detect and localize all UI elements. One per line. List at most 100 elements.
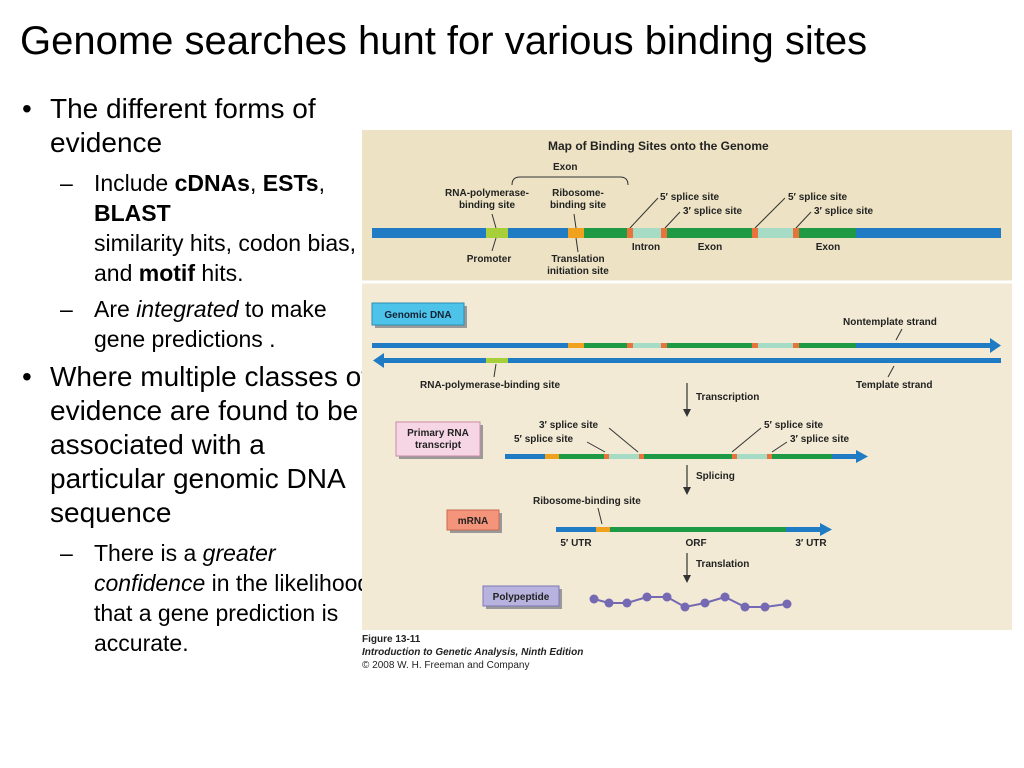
figure-number: Figure 13-11: [362, 634, 421, 645]
rnap-pointer: [491, 213, 497, 229]
exon-b-label: Exon: [816, 242, 840, 253]
hits-text: hits.: [194, 260, 244, 286]
splice5-b-label: 5′ splice site: [788, 192, 848, 203]
polypeptide-box: [482, 585, 560, 607]
splice3-a-pointer: [664, 211, 681, 229]
nt-splice-b2: [793, 343, 799, 348]
template-pointer: [887, 365, 895, 378]
nt-splice-b1: [752, 343, 758, 348]
nt-intron-b: [758, 343, 793, 348]
mrna-box: [446, 509, 500, 531]
nt-exon-a: [584, 343, 627, 348]
pr-splice-a1: [604, 454, 609, 459]
pr-splice-a2: [639, 454, 644, 459]
primary-rna-box: [395, 421, 481, 457]
map-panel: [362, 130, 1012, 282]
splice3-a-label: 3′ splice site: [683, 206, 743, 217]
subbullet-include: – Include cDNAs, ESTs, BLAST similarity …: [20, 168, 380, 288]
intron-label: Intron: [632, 242, 660, 253]
ribo-site-2-pointer: [597, 507, 603, 525]
intron-b-segment: [758, 228, 793, 238]
bullet-dash: –: [60, 296, 73, 322]
template-strand: [382, 358, 1001, 363]
pr-5splice-l-label: 5′ splice site: [514, 434, 574, 445]
pr-3splice-l-pointer: [608, 427, 639, 453]
rnap-site-2-pointer: [493, 363, 497, 378]
amino-acid-bead: [642, 592, 652, 602]
include-text: Include: [94, 170, 175, 196]
bullet-list: • The different forms of evidence – Incl…: [20, 92, 380, 664]
subbullet-integrated: – Are integrated to make gene prediction…: [20, 294, 380, 354]
amino-acid-bead: [700, 598, 710, 608]
splice3-b-pointer: [795, 211, 812, 229]
transcription-label: Transcription: [696, 392, 759, 403]
pr-exon-c: [772, 454, 832, 459]
primary-transcript-arrowhead: [856, 450, 868, 463]
nt-splice-a1: [627, 343, 633, 348]
amino-acid-bead: [589, 594, 599, 604]
splice5-b-segment: [752, 228, 758, 238]
pr-3splice-r-pointer: [771, 441, 788, 453]
motif-text: motif: [138, 260, 195, 286]
bullet-dot: •: [22, 93, 32, 124]
pr-5splice-l-pointer: [586, 441, 606, 453]
predictions-text: to make gene predictions .: [94, 296, 327, 352]
include-comma-2: ,: [318, 170, 325, 196]
subbullet-confidence: – There is a greater confidence in the l…: [20, 538, 380, 658]
likelihood-text: in the likelihood that a gene prediction…: [94, 570, 371, 656]
mrna-arrowhead: [820, 523, 832, 536]
amino-acid-bead: [740, 602, 750, 612]
pr-splice-b2: [767, 454, 772, 459]
exon-a-label: Exon: [698, 242, 722, 253]
pr-splice-b1: [732, 454, 737, 459]
exon-b-segment: [667, 228, 752, 238]
template-label: Template strand: [856, 380, 933, 391]
template-arrowhead: [373, 353, 384, 368]
splice3-a-segment: [661, 228, 667, 238]
nt-intron-a: [633, 343, 661, 348]
pr-exon-b: [644, 454, 732, 459]
utr3-label: 3′ UTR: [795, 538, 827, 549]
ribo-site-2-label: Ribosome-binding site: [533, 496, 641, 507]
nontemplate-arrowhead: [990, 338, 1001, 353]
splice5-a-pointer: [629, 197, 659, 229]
exon-c-segment: [799, 228, 856, 238]
intron-a-segment: [633, 228, 661, 238]
ests-text: ESTs: [262, 170, 319, 196]
pr-exon-a: [559, 454, 604, 459]
blast-text: BLAST: [94, 200, 171, 226]
greater-confidence-text: greater confidence: [94, 540, 276, 596]
splice5-a-label: 5′ splice site: [660, 192, 720, 203]
splicing-arrowhead: [683, 487, 691, 495]
are-text: Are: [94, 296, 137, 322]
nt-splice-a2: [661, 343, 667, 348]
promoter-segment: [486, 228, 508, 238]
amino-acid-beads: [589, 592, 792, 612]
splicing-label: Splicing: [696, 471, 735, 482]
bullet-dash: –: [60, 540, 73, 566]
similarity-text-a: similarity hits, codon bias, and: [94, 230, 357, 286]
mrna-orf: [610, 527, 786, 532]
binding-sites-figure: Map of Binding Sites onto the Genome Exo…: [362, 130, 1012, 630]
transcription-arrowhead: [683, 409, 691, 417]
tis-segment: [568, 228, 584, 238]
exon-a-segment: [584, 228, 627, 238]
rnap-site-label: RNA-polymerase-binding site: [445, 188, 529, 211]
promoter-label: Promoter: [467, 254, 512, 265]
exon-top-label: Exon: [553, 162, 577, 173]
nt-exon-b: [667, 343, 752, 348]
integrated-text: integrated: [136, 296, 239, 322]
nontemplate-label: Nontemplate strand: [843, 317, 937, 328]
slide-title: Genome searches hunt for various binding…: [20, 19, 868, 63]
bullet-dot: •: [22, 361, 32, 392]
promoter-pointer: [491, 237, 497, 252]
translation-arrowhead: [683, 575, 691, 583]
splice3-b-segment: [793, 228, 799, 238]
cdnas-text: cDNAs: [174, 170, 250, 196]
genomic-dna-box: [371, 302, 465, 326]
ribo-pointer: [573, 213, 577, 229]
include-comma: ,: [249, 170, 257, 196]
mrna-label: mRNA: [458, 516, 489, 527]
